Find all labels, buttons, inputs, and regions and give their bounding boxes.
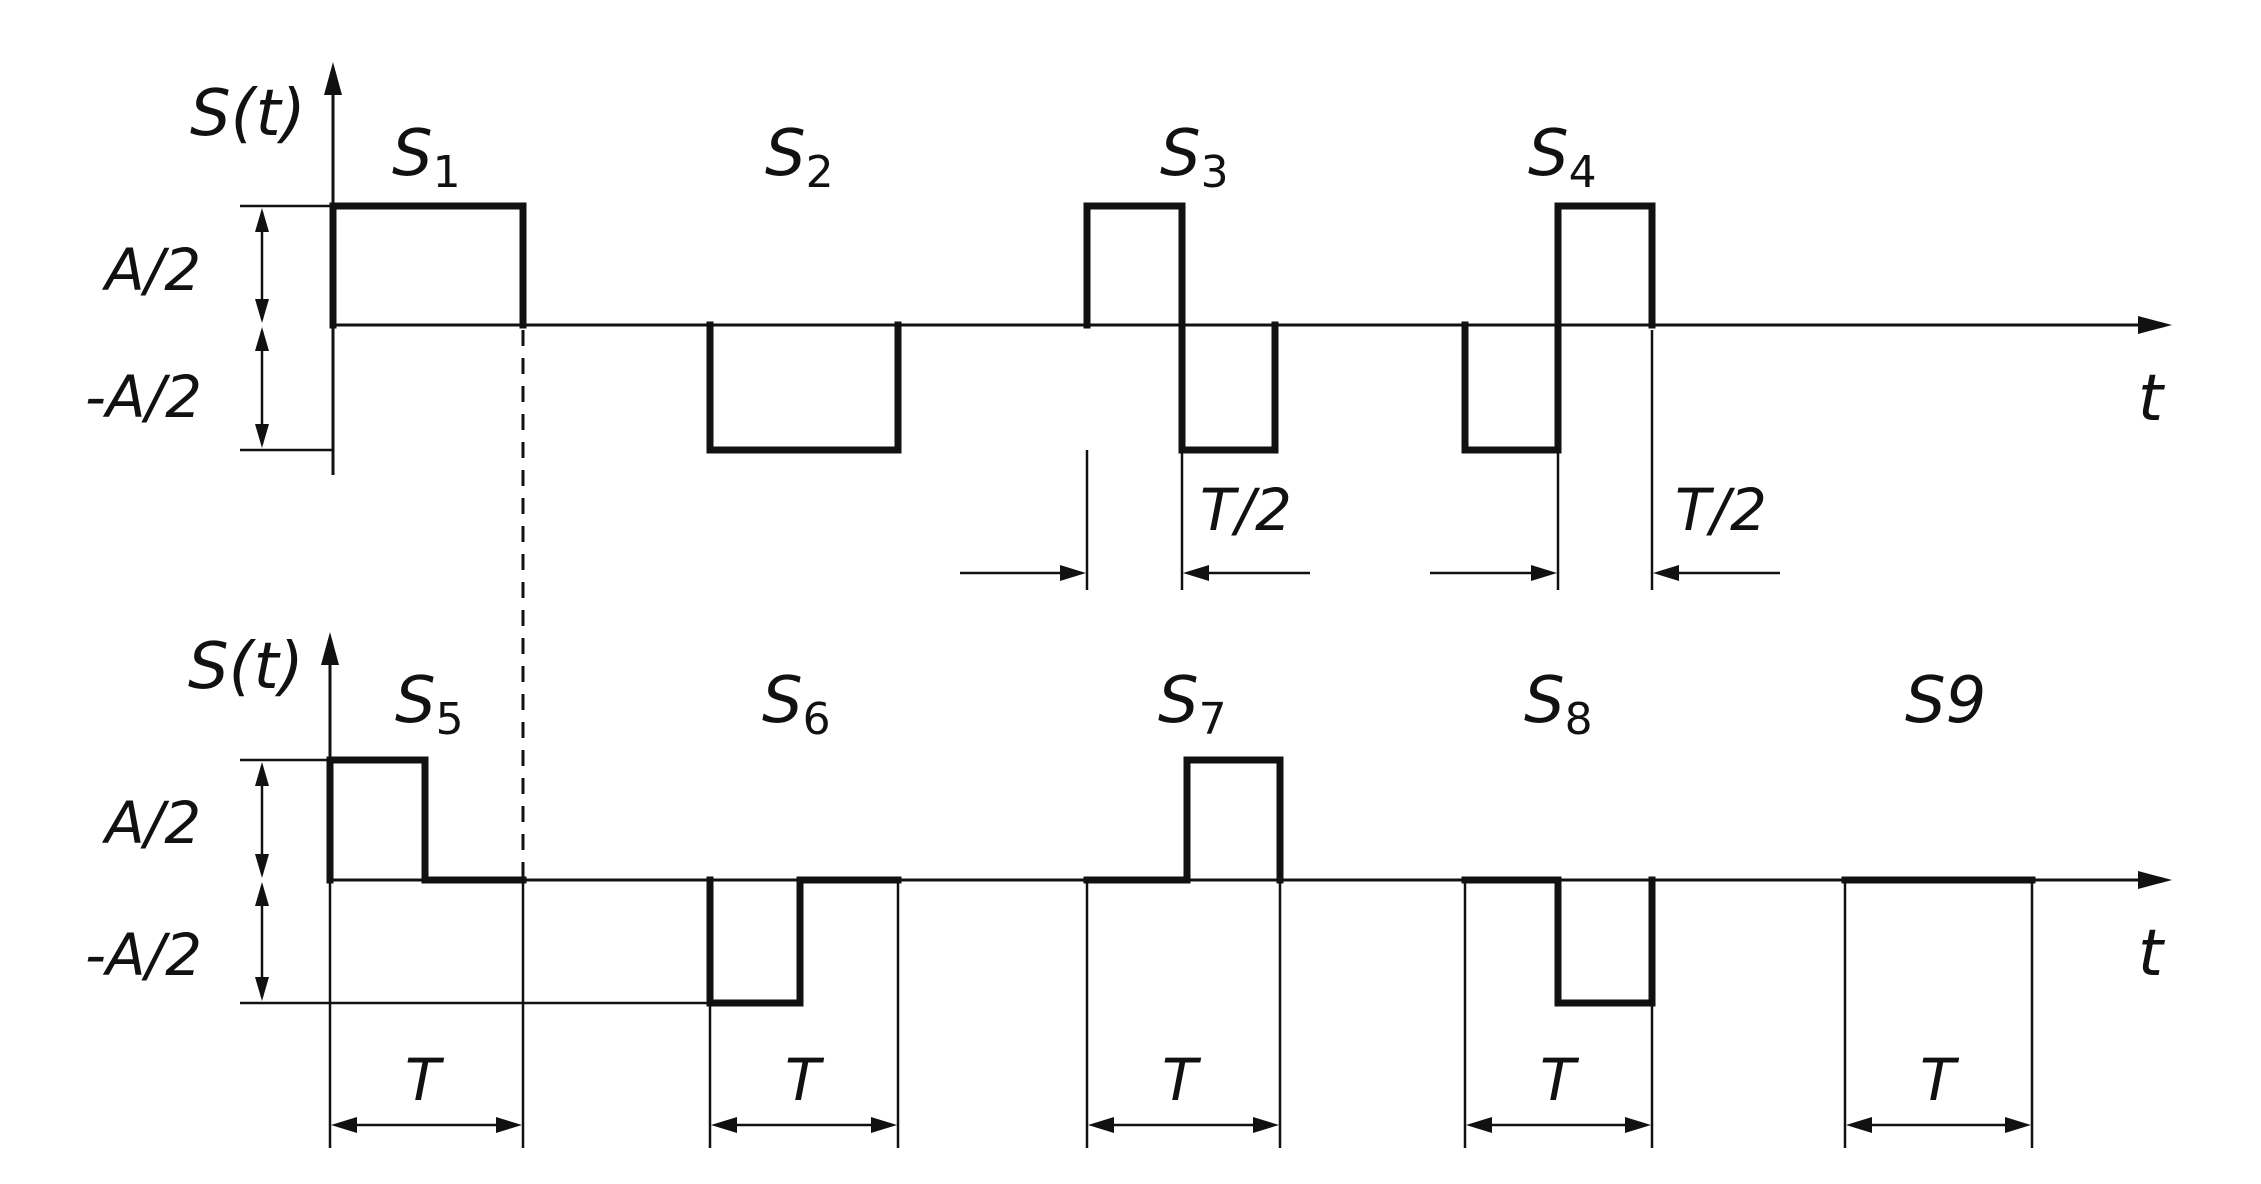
top-y-axis-arrow bbox=[324, 62, 342, 95]
s3-half-arrow-left-head bbox=[1060, 565, 1086, 581]
signal-label-s1: S1 bbox=[392, 117, 461, 198]
s9-period-arrow-head-left bbox=[1846, 1117, 1872, 1133]
bottom-x-axis-label: t bbox=[2138, 917, 2166, 991]
bottom-x-axis-arrow bbox=[2138, 871, 2172, 889]
s8-period-arrow-head-left bbox=[1466, 1117, 1492, 1133]
bottom-y-axis-label: S(t) bbox=[188, 630, 304, 704]
s8-period-label: T bbox=[1540, 1046, 1580, 1114]
signal-label-s6: S6 bbox=[762, 664, 831, 745]
top-x-axis-label: t bbox=[2138, 362, 2166, 436]
s5-period-label: T bbox=[405, 1046, 445, 1114]
s4-half-arrow-left-head bbox=[1531, 565, 1557, 581]
s5-period-arrow-head-left bbox=[331, 1117, 357, 1133]
waveform-s2 bbox=[706, 321, 902, 454]
waveform-s7 bbox=[1083, 756, 1284, 884]
top-level-label-pos: A/2 bbox=[101, 236, 201, 304]
top-y-axis-label: S(t) bbox=[190, 77, 306, 151]
bottom-level-arrow-neg-head2 bbox=[255, 977, 269, 1001]
s8-period-arrow-head-right bbox=[1625, 1117, 1651, 1133]
bottom-level-arrow-pos-head1 bbox=[255, 762, 269, 786]
s7-period-label: T bbox=[1162, 1046, 1202, 1114]
signal-label-s3: S3 bbox=[1160, 117, 1229, 198]
s9-period-arrow-head-right bbox=[2005, 1117, 2031, 1133]
bottom-level-arrow-pos-head2 bbox=[255, 854, 269, 878]
bottom-level-arrow-neg-head1 bbox=[255, 882, 269, 906]
signal-label-s5: S5 bbox=[395, 664, 464, 745]
waveform-s3 bbox=[1083, 202, 1279, 454]
top-panel: S(t) t A/2 -A/2 T/2 T/2 S1 S2 S3 S4 bbox=[85, 62, 2172, 880]
waveform-s4 bbox=[1461, 202, 1656, 454]
s6-period-arrow-head-right bbox=[871, 1117, 897, 1133]
signal-label-s2: S2 bbox=[765, 117, 834, 198]
s3-half-period-label: T/2 bbox=[1200, 476, 1292, 544]
signal-label-s4: S4 bbox=[1528, 117, 1597, 198]
top-level-arrow-pos-head1 bbox=[255, 208, 269, 232]
bottom-panel: S(t) t A/2 -A/2 T T T T T S5 S6 S7 S8 S9 bbox=[85, 630, 2172, 1148]
top-level-arrow-pos-head2 bbox=[255, 299, 269, 323]
top-level-arrow-neg-head2 bbox=[255, 424, 269, 448]
s6-period-arrow-head-left bbox=[711, 1117, 737, 1133]
waveform-s8 bbox=[1461, 876, 1656, 1007]
signal-label-s7: S7 bbox=[1158, 664, 1227, 745]
s7-period-arrow-head-right bbox=[1253, 1117, 1279, 1133]
top-x-axis-arrow bbox=[2138, 316, 2172, 334]
s7-period-arrow-head-left bbox=[1088, 1117, 1114, 1133]
top-level-arrow-neg-head1 bbox=[255, 327, 269, 351]
s4-half-arrow-right-head bbox=[1653, 565, 1679, 581]
waveform-s5 bbox=[326, 756, 527, 884]
s3-half-arrow-right-head bbox=[1183, 565, 1209, 581]
bottom-level-label-pos: A/2 bbox=[101, 789, 201, 857]
waveform-s6 bbox=[706, 876, 902, 1007]
signal-label-s8: S8 bbox=[1524, 664, 1593, 745]
s5-period-arrow-head-right bbox=[496, 1117, 522, 1133]
bottom-level-label-neg: -A/2 bbox=[85, 921, 202, 989]
top-level-label-neg: -A/2 bbox=[85, 363, 202, 431]
s6-period-label: T bbox=[785, 1046, 825, 1114]
bottom-y-axis-arrow bbox=[321, 632, 339, 665]
s9-period-label: T bbox=[1920, 1046, 1960, 1114]
waveform-s1 bbox=[329, 202, 527, 329]
s4-half-period-label: T/2 bbox=[1675, 476, 1767, 544]
signal-label-s9: S9 bbox=[1905, 664, 1986, 738]
